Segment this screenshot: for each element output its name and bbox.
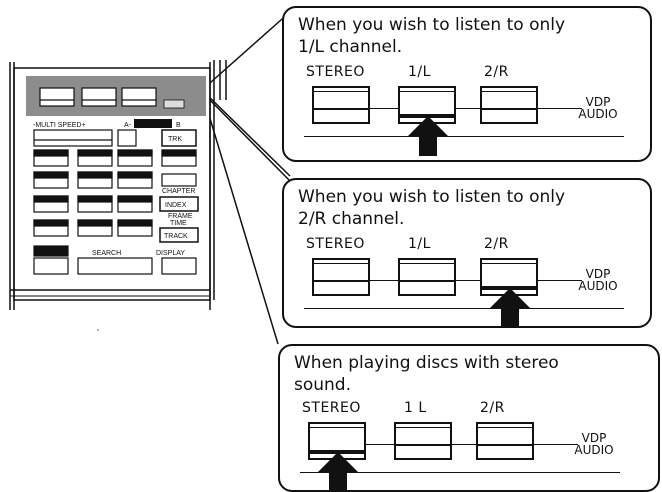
panel-caption: When playing discs with stereo sound. bbox=[294, 353, 559, 395]
audio-switch-3[interactable] bbox=[480, 86, 538, 124]
audio-panel-3: When playing discs with stereo sound. STE… bbox=[278, 344, 660, 492]
svg-text:TRK: TRK bbox=[168, 136, 182, 143]
remote-audio-buttons bbox=[39, 87, 157, 107]
panel-caption: When you wish to listen to only 2/R chan… bbox=[298, 187, 566, 229]
switch-label-1: STEREO bbox=[306, 64, 365, 80]
audio-switch-2[interactable] bbox=[394, 422, 452, 460]
leader-lines bbox=[201, 11, 293, 345]
audio-panel-1: When you wish to listen to only 1/L chan… bbox=[282, 6, 652, 162]
audio-label: AUDIO bbox=[574, 443, 614, 457]
switch-label-1: STEREO bbox=[306, 236, 365, 252]
remote-ab-label: A- bbox=[124, 122, 132, 129]
vdp-label: VDP bbox=[585, 267, 611, 281]
remote-multi-speed-label: -MULTI SPEED+ bbox=[33, 122, 86, 129]
panel-caption: When you wish to listen to only 1/L chan… bbox=[298, 15, 566, 57]
switch-label-3: 2/R bbox=[484, 64, 509, 80]
pointer-arrow-icon bbox=[408, 116, 448, 156]
pointer-arrow-icon bbox=[318, 452, 358, 492]
switch-label-3: 2/R bbox=[484, 236, 509, 252]
audio-label: AUDIO bbox=[578, 107, 618, 121]
svg-text:TRACK: TRACK bbox=[164, 233, 188, 240]
audio-switch-1[interactable] bbox=[312, 86, 370, 124]
switch-rail-lower bbox=[304, 308, 624, 309]
switch-label-2: 1/L bbox=[408, 236, 431, 252]
remote-display-label: DISPLAY bbox=[156, 250, 185, 257]
switch-label-2: 1 L bbox=[404, 400, 427, 416]
svg-text:INDEX: INDEX bbox=[165, 202, 187, 209]
remote-trk-button: TRK bbox=[161, 129, 197, 147]
remote-search-label: SEARCH bbox=[92, 250, 121, 257]
remote-track-button: TRACK bbox=[159, 227, 199, 243]
audio-label: AUDIO bbox=[578, 279, 618, 293]
remote-chapter-label: CHAPTER bbox=[162, 188, 195, 195]
remote-chapter-button bbox=[161, 173, 197, 187]
switch-label-3: 2/R bbox=[480, 400, 505, 416]
remote-b-label: B bbox=[176, 122, 181, 129]
switch-label-1: STEREO bbox=[302, 400, 361, 416]
vdp-label: VDP bbox=[585, 95, 611, 109]
audio-switch-1[interactable] bbox=[312, 258, 370, 296]
audio-panel-2: When you wish to listen to only 2/R chan… bbox=[282, 178, 652, 328]
switch-rail-lower bbox=[304, 136, 624, 137]
pointer-arrow-icon bbox=[490, 288, 530, 328]
remote-index-button: INDEX bbox=[159, 196, 199, 212]
audio-switch-3[interactable] bbox=[476, 422, 534, 460]
remote-button-grid bbox=[33, 149, 197, 275]
switch-label-2: 1/L bbox=[408, 64, 431, 80]
vdp-label: VDP bbox=[581, 431, 607, 445]
switch-rail-lower bbox=[300, 472, 620, 473]
audio-switch-2[interactable] bbox=[398, 258, 456, 296]
